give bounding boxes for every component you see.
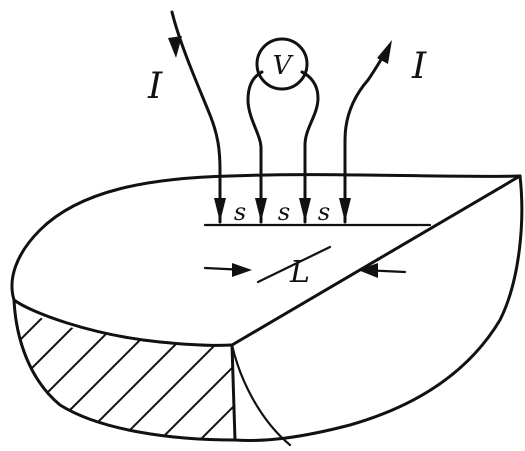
- length-dimension: L: [203, 245, 407, 290]
- spacing-label-1: s: [234, 198, 246, 226]
- sample-outline: [10, 173, 524, 447]
- spacing-label-2: s: [278, 198, 290, 226]
- length-label: L: [289, 255, 310, 290]
- spacing-label-3: s: [318, 198, 330, 226]
- current-label-right: I: [411, 46, 427, 87]
- current-label-left: I: [147, 66, 163, 107]
- voltmeter: V: [255, 37, 309, 91]
- current-probe-right: [339, 40, 392, 224]
- cut-face-hatching: [14, 300, 235, 440]
- current-probe-left: [168, 10, 226, 224]
- voltage-probe-right: [299, 70, 320, 224]
- slot-edge-line: [256, 245, 332, 284]
- voltage-probe-left: [246, 70, 267, 224]
- voltmeter-circle: [255, 37, 309, 91]
- voltmeter-label: V: [273, 51, 294, 81]
